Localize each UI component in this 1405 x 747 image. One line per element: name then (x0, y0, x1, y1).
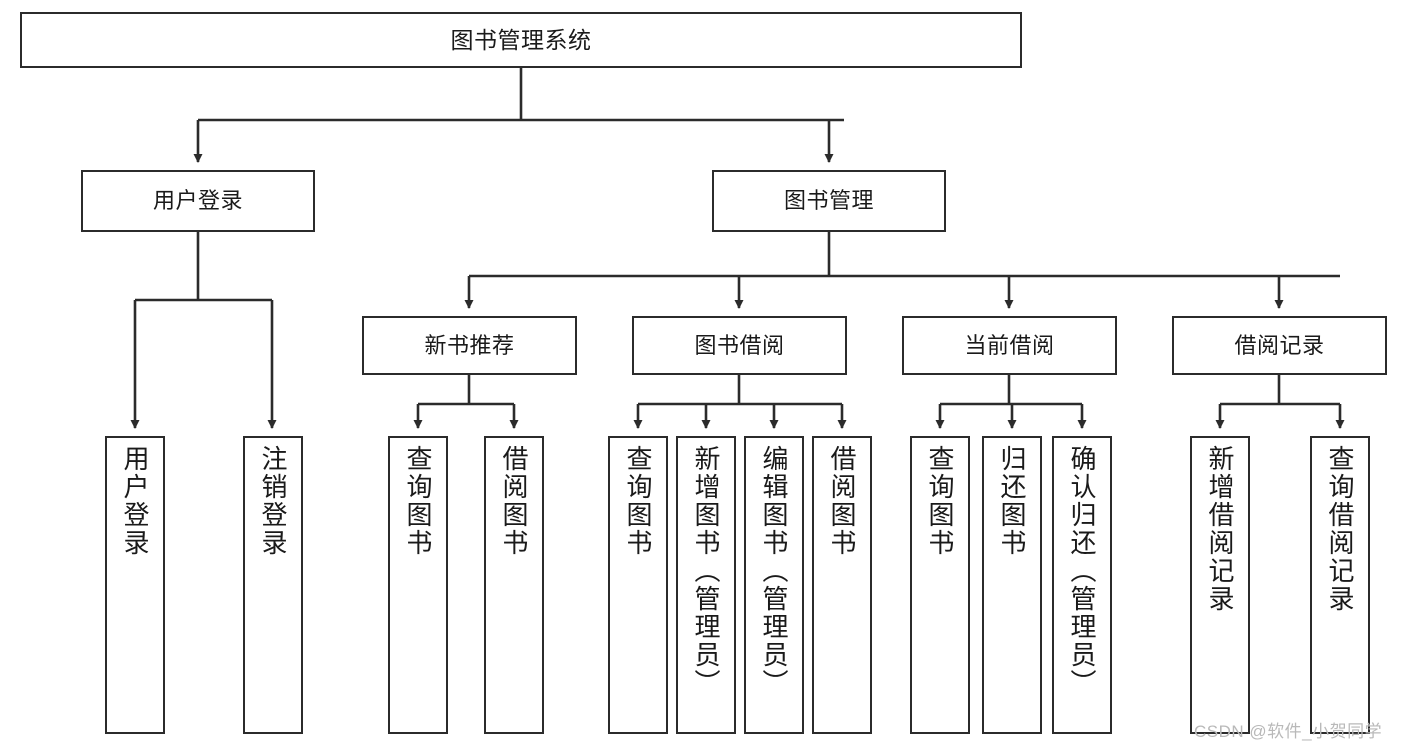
node-leaf-borrow-book-2-label: 借阅图书 (827, 445, 857, 557)
node-new-book-recommend-label: 新书推荐 (424, 332, 515, 358)
node-borrow-record-label: 借阅记录 (1234, 332, 1325, 358)
node-leaf-user-login-label: 用户登录 (120, 445, 150, 557)
node-leaf-query-borrow-record[interactable]: 查询借阅记录 (1310, 436, 1370, 734)
node-root[interactable]: 图书管理系统 (20, 12, 1022, 68)
node-book-borrow[interactable]: 图书借阅 (632, 316, 847, 375)
node-leaf-borrow-book-2[interactable]: 借阅图书 (812, 436, 872, 734)
node-leaf-edit-book-label: 编辑图书（管理员） (759, 445, 789, 697)
node-leaf-edit-book[interactable]: 编辑图书（管理员） (744, 436, 804, 734)
node-leaf-query-book-2-label: 查询图书 (623, 445, 653, 557)
node-leaf-logout-login[interactable]: 注销登录 (243, 436, 303, 734)
node-leaf-confirm-return[interactable]: 确认归还（管理员） (1052, 436, 1112, 734)
node-leaf-confirm-return-label: 确认归还（管理员） (1067, 445, 1097, 697)
node-current-borrow[interactable]: 当前借阅 (902, 316, 1117, 375)
node-leaf-return-book-label: 归还图书 (997, 445, 1027, 557)
node-new-book-recommend[interactable]: 新书推荐 (362, 316, 577, 375)
node-leaf-add-book-label: 新增图书（管理员） (691, 445, 721, 697)
node-book-manage[interactable]: 图书管理 (712, 170, 946, 232)
node-user-login[interactable]: 用户登录 (81, 170, 315, 232)
node-leaf-borrow-book-1[interactable]: 借阅图书 (484, 436, 544, 734)
node-leaf-query-book-3-label: 查询图书 (925, 445, 955, 557)
node-leaf-logout-login-label: 注销登录 (258, 445, 288, 557)
node-current-borrow-label: 当前借阅 (964, 332, 1055, 358)
node-leaf-query-book-3[interactable]: 查询图书 (910, 436, 970, 734)
node-book-borrow-label: 图书借阅 (694, 332, 785, 358)
node-borrow-record[interactable]: 借阅记录 (1172, 316, 1387, 375)
node-leaf-query-book-1-label: 查询图书 (403, 445, 433, 557)
node-leaf-query-borrow-record-label: 查询借阅记录 (1325, 445, 1355, 613)
node-leaf-add-borrow-record-label: 新增借阅记录 (1205, 445, 1235, 613)
node-leaf-user-login[interactable]: 用户登录 (105, 436, 165, 734)
node-leaf-borrow-book-1-label: 借阅图书 (499, 445, 529, 557)
node-leaf-add-borrow-record[interactable]: 新增借阅记录 (1190, 436, 1250, 734)
csdn-watermark: CSDN @软件_小贺同学 (1194, 722, 1383, 741)
node-leaf-query-book-2[interactable]: 查询图书 (608, 436, 668, 734)
node-leaf-query-book-1[interactable]: 查询图书 (388, 436, 448, 734)
node-leaf-return-book[interactable]: 归还图书 (982, 436, 1042, 734)
node-leaf-add-book[interactable]: 新增图书（管理员） (676, 436, 736, 734)
node-user-login-label: 用户登录 (152, 188, 243, 214)
node-root-label: 图书管理系统 (450, 26, 592, 53)
node-book-manage-label: 图书管理 (783, 188, 874, 214)
